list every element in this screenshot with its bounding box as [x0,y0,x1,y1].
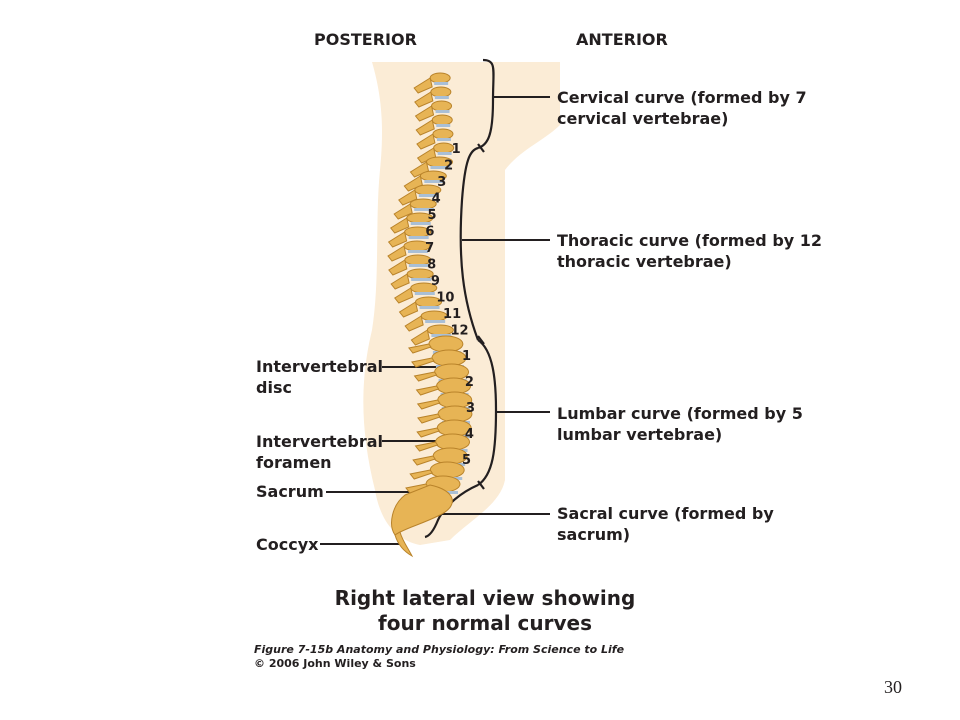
cervical-curve-label: Cervical curve (formed by 7 cervical ver… [557,88,807,128]
thoracic-vertebra-number: 10 [436,291,454,306]
spinous-process [413,77,433,94]
coccyx-label: Coccyx [256,535,319,554]
spinous-process [390,273,410,290]
figure-credit: Figure 7-15b Anatomy and Physiology: Fro… [254,643,625,656]
intervertebral-disc [419,306,440,309]
spinous-process [390,217,410,234]
lumbar-vertebra-number: 1 [462,349,471,364]
spinous-process [409,469,434,480]
posterior-header: POSTERIOR [314,30,417,49]
intervertebral-disc [408,250,429,253]
cervical-bracket [477,58,495,150]
lumbar-vertebra-number: 3 [466,401,475,416]
spinous-process [416,427,440,438]
lumbar-vertebra-number: 5 [462,453,471,468]
spinous-process [414,105,435,122]
lumbar-vertebra-number: 4 [465,427,474,442]
intervertebral-disc [410,222,431,225]
thoracic-vertebra-number: 7 [425,241,434,256]
thoracic-curve-label: Thoracic curve (formed by 12 thoracic ve… [557,231,823,271]
thoracic-vertebra-number: 1 [452,142,461,157]
sacral-bracket [424,483,479,539]
copyright: © 2006 John Wiley & Sons [254,657,416,670]
thoracic-vertebra-number: 12 [450,324,468,339]
spinous-process [414,441,439,452]
intervertebral-disc [414,208,435,211]
sacral-curve-label: Sacral curve (formed by sacrum) [557,504,774,544]
intervertebral-disc [408,264,429,267]
vertebra [432,128,454,140]
intervertebral-disc [436,124,451,127]
thoracic-vertebra-number: 3 [437,175,446,190]
vertebral-column [387,72,473,558]
spinous-process [413,371,438,382]
vertebra [431,100,453,112]
intervertebral-disc [424,180,445,183]
spinous-process [407,343,432,354]
sacrum-label: Sacrum [256,482,324,501]
lumbar-vertebra-number: 2 [465,375,474,390]
sacrum-bone [391,484,453,536]
intervertebral-foramen-label: Intervertebral foramen [256,432,384,472]
intervertebral-disc [430,166,451,169]
spinous-process [403,175,423,192]
spinous-process [414,91,434,108]
intervertebral-disc-label: Intervertebral disc [256,357,384,397]
intervertebral-disc [435,110,450,113]
intervertebral-disc [408,236,429,239]
lumbar-bracket [477,339,498,486]
vertebra [431,114,453,126]
intervertebral-disc [431,334,452,337]
coccyx-bone [394,531,414,558]
vertebra [430,86,452,98]
thoracic-vertebra-number: 2 [444,159,453,174]
intervertebral-disc [434,82,449,85]
spinous-process [416,147,437,164]
vertebra [429,461,465,479]
spinous-process [393,203,413,220]
spinous-process [411,357,435,368]
spinous-process [415,119,435,136]
spinous-process [387,245,407,262]
vertebra [429,72,451,84]
spinous-process [412,455,436,466]
intervertebral-disc [418,194,439,197]
intervertebral-disc [411,278,432,281]
spinous-process [398,301,419,318]
thoracic-vertebra-number: 4 [432,192,441,207]
figure-caption: Right lateral view showing four normal c… [334,586,636,635]
spinous-process [416,399,441,410]
spinous-process [388,259,408,276]
spinous-process [404,315,424,332]
page-number: 30 [884,677,902,697]
thoracic-bracket [459,146,480,341]
thoracic-vertebra-number: 9 [431,274,440,289]
thoracic-vertebra-number: 6 [425,225,434,240]
intervertebral-disc [414,292,435,295]
anterior-header: ANTERIOR [576,30,668,49]
intervertebral-disc [434,96,449,99]
thoracic-vertebra-number: 5 [428,208,437,223]
lumbar-curve-label: Lumbar curve (formed by 5 lumbar vertebr… [557,404,803,444]
intervertebral-disc [436,138,451,141]
spinous-process [398,189,418,206]
spinous-process [410,329,430,346]
intervertebral-disc [437,152,452,155]
spinous-process [387,231,408,248]
spinous-process [409,161,430,178]
thoracic-vertebra-number: 11 [443,307,461,322]
lumbar-number-labels: 1 2 3 4 5 [462,349,475,468]
thoracic-vertebra-number: 8 [427,258,436,273]
intervertebral-disc [425,320,446,323]
spinous-process [417,413,441,424]
spinous-process [416,133,436,150]
spinous-process [394,287,414,304]
spinous-process [415,385,440,396]
